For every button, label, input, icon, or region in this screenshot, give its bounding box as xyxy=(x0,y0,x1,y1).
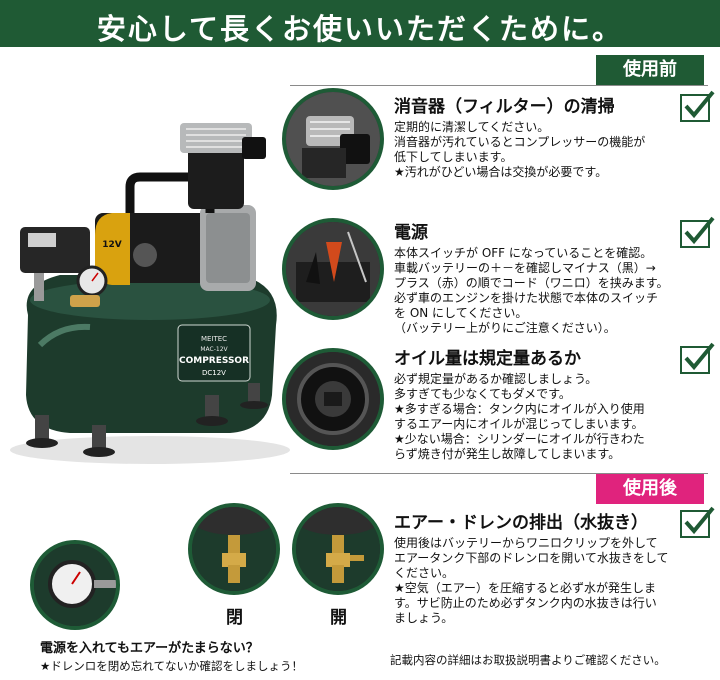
item-oil-line: するエアー内にオイルが混じってしまいます。 xyxy=(394,417,644,431)
check-icon xyxy=(680,506,715,538)
filter-photo xyxy=(282,88,384,190)
item-filter-body: 定期的に清潔してください。 消音器が汚れているとコンプレッサーの機能が 低下して… xyxy=(394,120,712,180)
item-drain: エアー・ドレンの排出（水抜き） 使用後はバッテリーからワニロクリップを外して エ… xyxy=(394,512,712,626)
bottom-question: 電源を入れてもエアーがたまらない？ xyxy=(40,641,259,656)
item-power-line: 必ず車のエンジンを掛けた状態で本体のスイッチ xyxy=(394,291,659,305)
rating-label: DC12V xyxy=(202,369,226,377)
before-use-tag: 使用前 xyxy=(596,55,704,85)
product-name-label: COMPRESSOR xyxy=(179,356,249,366)
item-drain-line: 使用後はバッテリーからワニロクリップを外して xyxy=(394,536,658,550)
item-filter-line: 消音器が汚れているとコンプレッサーの機能が xyxy=(394,135,646,149)
after-use-tag: 使用後 xyxy=(596,474,704,504)
item-power-line: 本体スイッチが OFF になっていることを確認。 xyxy=(394,246,653,260)
item-power: 電源 本体スイッチが OFF になっていることを確認。 車載バッテリーの＋－を確… xyxy=(394,222,712,336)
item-oil-line: らず焼き付が発生し故障してしまいます。 xyxy=(394,447,621,461)
item-oil-body: 必ず規定量があるか確認しましょう。 多すぎても少なくてもダメです。 ★多すぎる場… xyxy=(394,372,712,462)
item-oil-title: オイル量は規定量あるか xyxy=(394,349,581,369)
compressor-illustration: MEITEC MAC-12V COMPRESSOR DC12V 12V xyxy=(10,123,290,464)
item-filter-line: ★汚れがひどい場合は交換が必要です。 xyxy=(394,165,608,179)
item-oil-line: ★少ない場合：シリンダーにオイルが行きわた xyxy=(394,432,645,446)
item-power-title: 電源 xyxy=(394,223,428,243)
voltage-badge: 12V xyxy=(102,240,122,250)
drain-valve-open-photo xyxy=(292,503,384,595)
item-oil: オイル量は規定量あるか 必ず規定量があるか確認しましょう。 多すぎても少なくても… xyxy=(394,348,712,462)
footer-note: 記載内容の詳細はお取扱説明書よりご確認ください。 xyxy=(390,653,666,667)
check-icon xyxy=(680,342,715,374)
item-filter-line: 定期的に清潔してください。 xyxy=(394,120,550,134)
item-oil-line: 多すぎても少なくてもダメです。 xyxy=(394,387,571,401)
item-oil-line: 必ず規定量があるか確認しましょう。 xyxy=(394,372,598,386)
check-icon xyxy=(680,90,715,122)
oil-gauge-photo xyxy=(282,348,384,450)
item-power-line: を ON にしてください。 xyxy=(394,306,528,320)
item-drain-title: エアー・ドレンの排出（水抜き） xyxy=(394,513,648,533)
divider-after xyxy=(290,473,708,474)
bottom-note: ★ドレンロを閉め忘れてないか確認をしましょう！ xyxy=(40,659,303,673)
item-power-line: 車載バッテリーの＋－を確認しマイナス（黒）→ xyxy=(394,261,656,275)
item-drain-line: エアータンク下部のドレンロを開いて水抜きをして xyxy=(394,551,669,565)
pressure-gauge-photo xyxy=(30,540,120,630)
item-filter-title: 消音器（フィルター）の清掃 xyxy=(394,97,615,117)
valve-closed-label: 閉 xyxy=(226,608,243,628)
item-power-line: プラス（赤）の順でコード（ワニロ）を挟みます。 xyxy=(394,276,669,290)
item-filter: 消音器（フィルター）の清掃 定期的に清潔してください。 消音器が汚れているとコン… xyxy=(394,96,712,180)
item-power-line: （バッテリー上がりにご注意ください）。 xyxy=(394,321,616,335)
model-label: MAC-12V xyxy=(200,346,228,353)
valve-open-label: 開 xyxy=(330,608,347,628)
item-filter-line: 低下してしまいます。 xyxy=(394,150,513,164)
item-power-body: 本体スイッチが OFF になっていることを確認。 車載バッテリーの＋－を確認しマ… xyxy=(394,246,712,336)
battery-clip-photo xyxy=(282,218,384,320)
item-oil-line: ★多すぎる場合：タンク内にオイルが入り使用 xyxy=(394,402,645,416)
item-drain-line: ★空気（エアー）を圧縮すると必ず水が発生しま xyxy=(394,581,657,595)
item-drain-line: ましょう。 xyxy=(394,611,454,625)
drain-valve-closed-photo xyxy=(188,503,280,595)
item-drain-line: ください。 xyxy=(394,566,455,580)
check-icon xyxy=(680,216,715,248)
divider-before xyxy=(290,85,708,86)
item-drain-body: 使用後はバッテリーからワニロクリップを外して エアータンク下部のドレンロを開いて… xyxy=(394,536,712,626)
item-drain-line: す。サビ防止のため必ずタンク内の水抜きは行い xyxy=(394,596,657,610)
brand-label: MEITEC xyxy=(201,335,227,343)
page-title: 安心して長くお使いいただくために。 xyxy=(96,12,624,46)
header-banner: 安心して長くお使いいただくために。 xyxy=(0,0,720,47)
